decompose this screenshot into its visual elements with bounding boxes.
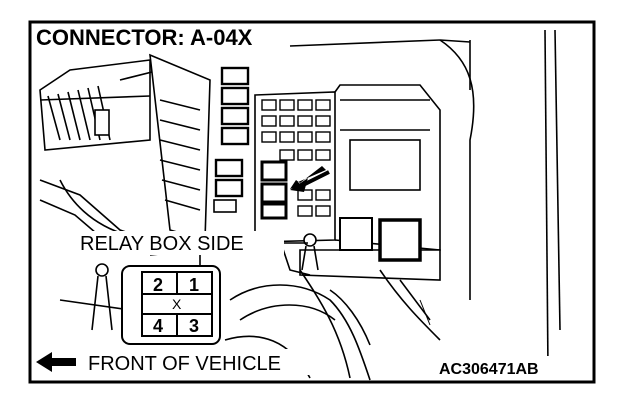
engine-bay-illustration <box>39 29 561 381</box>
relay-box-side-label: RELAY BOX SIDE <box>80 233 244 255</box>
figure-code-backing <box>436 356 562 378</box>
relay-box-label-backing <box>78 231 284 255</box>
pin-label-3: 3 <box>189 316 199 336</box>
front-arrow-icon <box>36 352 76 372</box>
connector-face-view <box>121 265 221 345</box>
pin-label-4: 4 <box>153 316 163 336</box>
pin-label-2: 2 <box>153 275 163 295</box>
connector-pointer-arrow <box>290 166 330 192</box>
front-of-vehicle-label: FRONT OF VEHICLE <box>88 353 281 375</box>
pin-label-1: 1 <box>189 275 199 295</box>
connector-center-mark: X <box>172 296 182 312</box>
connector-title: CONNECTOR: A-04X <box>36 25 253 50</box>
front-label-backing <box>34 349 330 375</box>
figure-code: AC306471AB <box>439 361 539 378</box>
title-leader-line <box>289 39 441 47</box>
title-backing <box>32 24 284 50</box>
